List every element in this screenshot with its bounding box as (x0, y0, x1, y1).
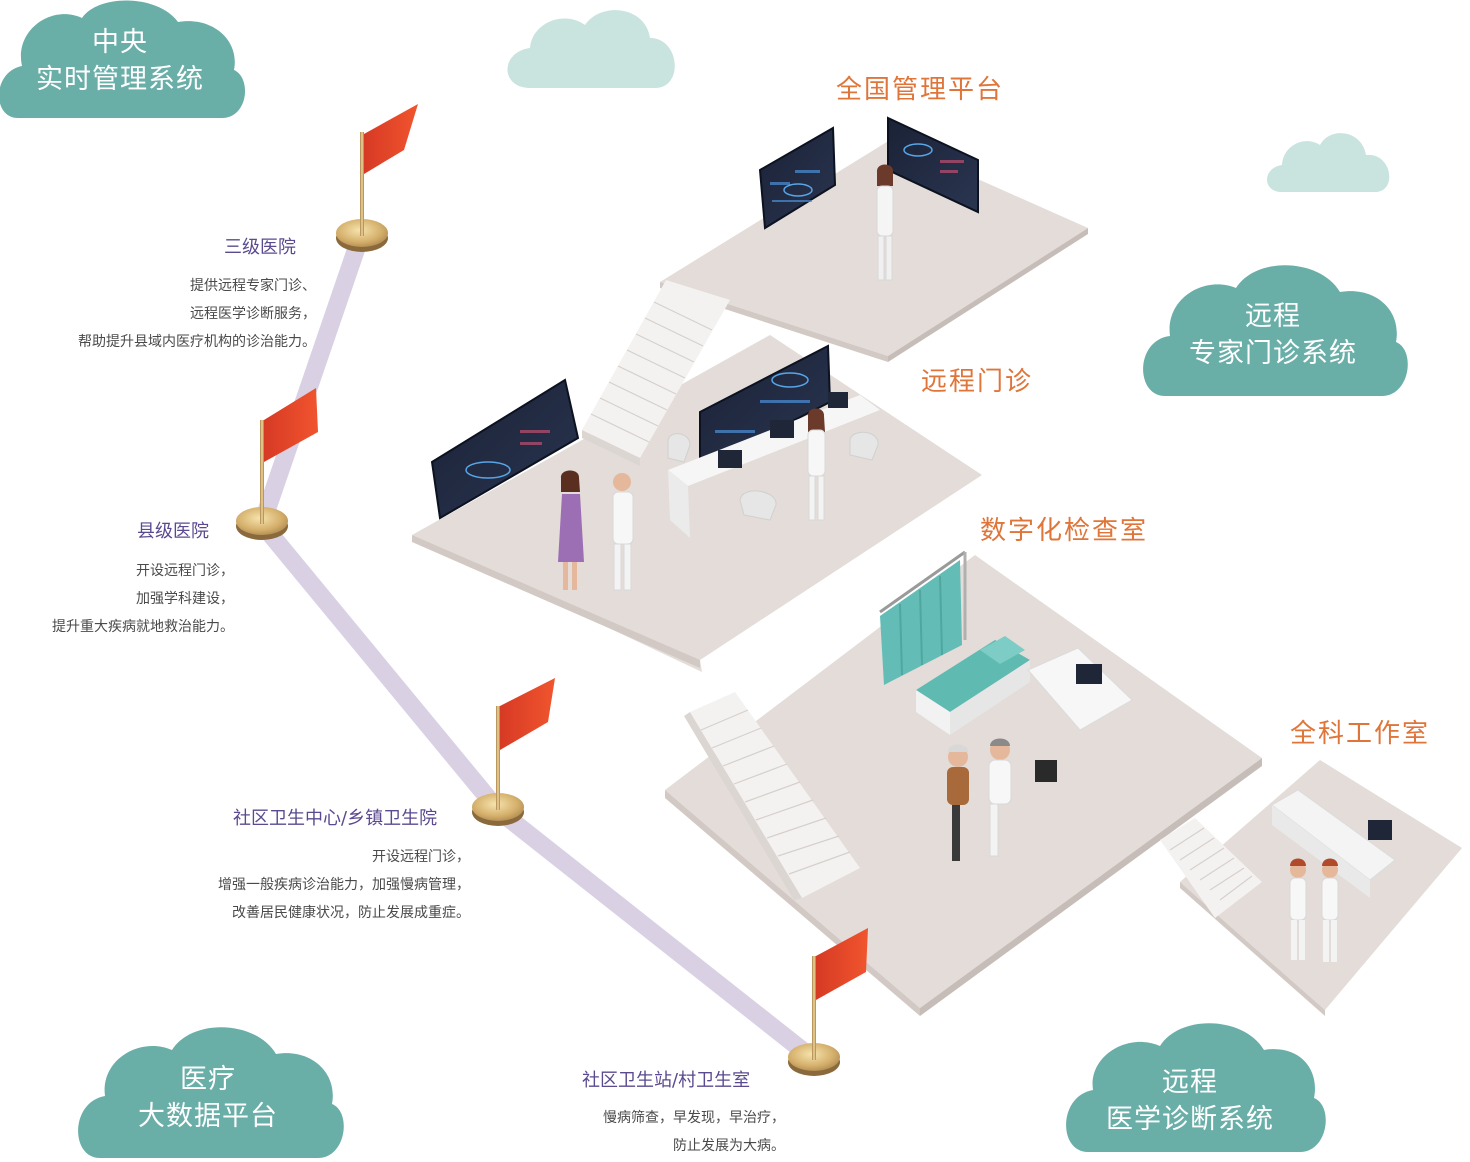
cloud-icon (1143, 265, 1408, 396)
stairs-icon (684, 692, 860, 900)
level-desc-tertiary: 提供远程专家门诊、 远程医学诊断服务， 帮助提升县域内医疗机构的诊治能力。 (78, 272, 316, 356)
cloud-central-line1: 中央 (92, 27, 148, 58)
cloud-diagnosis-label: 远程 医学诊断系统 (1085, 1064, 1295, 1138)
cloud-bigdata-line1: 医疗 (180, 1064, 236, 1095)
cloud-icon (507, 10, 675, 88)
level-desc-line: 改善居民健康状况，防止发展成重症。 (232, 905, 470, 921)
patient-figure-icon (558, 470, 584, 590)
curtain (879, 550, 967, 685)
cloud-icon (1066, 1023, 1326, 1152)
room-national-label: 全国管理平台 (836, 75, 1005, 105)
doctor-figure-icon (876, 164, 894, 281)
level-desc-line: 开设远程门诊， (372, 849, 470, 865)
stairs-icon (582, 280, 730, 466)
flag-icon (336, 104, 418, 252)
level-desc-line: 提供远程专家门诊、 (190, 278, 316, 294)
level-path (253, 229, 821, 1067)
cloud-expert-line2: 专家门诊系统 (1189, 338, 1357, 369)
doctor-figure-icon (807, 408, 826, 521)
level-title-county: 县级医院 (137, 521, 209, 542)
chair-icon (667, 431, 879, 521)
level-desc-line: 提升重大疾病就地救治能力。 (52, 619, 234, 635)
cloud-diagnosis-line1: 远程 (1162, 1067, 1218, 1098)
desk (668, 392, 880, 538)
room-digital-exam-label: 数字化检查室 (980, 516, 1149, 546)
flag-icon (236, 388, 318, 540)
room-remote-clinic-label: 远程门诊 (921, 367, 1034, 397)
cloud-icon (1267, 133, 1390, 192)
level-desc-line: 防止发展为大病。 (673, 1138, 785, 1154)
monitor-icon (758, 126, 837, 230)
level-desc-township: 开设远程门诊， 增强一般疾病诊治能力，加强慢病管理， 改善居民健康状况，防止发展… (218, 843, 470, 927)
level-desc-village: 慢病筛查，早发现，早治疗， 防止发展为大病。 (603, 1104, 785, 1160)
monitor-icon (887, 116, 979, 214)
cloud-bigdata-label: 医疗 大数据平台 (108, 1061, 308, 1135)
level-desc-line: 慢病筛查，早发现，早治疗， (603, 1110, 785, 1126)
floor-national (660, 140, 1088, 356)
level-desc-line: 加强学科建设， (136, 591, 234, 607)
cloud-expert-line1: 远程 (1245, 301, 1301, 332)
doctor-figure-icon (1289, 858, 1307, 960)
level-title-tertiary: 三级医院 (224, 237, 296, 258)
cloud-icon (0, 0, 246, 118)
room-gp-office-label: 全科工作室 (1290, 719, 1431, 749)
doctor-figure-icon (612, 473, 634, 591)
monitor-icon (430, 378, 580, 520)
doctor-figure-icon (988, 738, 1012, 857)
cloud-expert-label: 远程 专家门诊系统 (1168, 298, 1378, 372)
level-desc-county: 开设远程门诊， 加强学科建设， 提升重大疾病就地救治能力。 (52, 557, 234, 641)
bed-icon (916, 636, 1030, 735)
doctor-figure-icon (1321, 858, 1339, 962)
stairs-icon (1160, 818, 1262, 918)
level-desc-line: 帮助提升县域内医疗机构的诊治能力。 (78, 334, 316, 350)
level-desc-line: 增强一般疾病诊治能力，加强慢病管理， (218, 877, 470, 893)
level-title-village: 社区卫生站/村卫生室 (582, 1070, 751, 1091)
cloud-central-line2: 实时管理系统 (36, 64, 204, 95)
cloud-central-label: 中央 实时管理系统 (20, 24, 220, 98)
level-title-township: 社区卫生中心/乡镇卫生院 (233, 808, 438, 829)
flag-icon (788, 928, 868, 1076)
cloud-icon (78, 1027, 344, 1158)
cloud-bigdata-line2: 大数据平台 (138, 1101, 278, 1132)
exam-equipment (1027, 647, 1133, 782)
exam-equipment (1271, 789, 1396, 898)
level-desc-line: 远程医学诊断服务， (190, 306, 316, 322)
cloud-diagnosis-line2: 医学诊断系统 (1106, 1104, 1274, 1135)
patient-figure-icon (947, 744, 969, 861)
level-desc-line: 开设远程门诊， (136, 563, 234, 579)
flag-icon (472, 678, 555, 826)
